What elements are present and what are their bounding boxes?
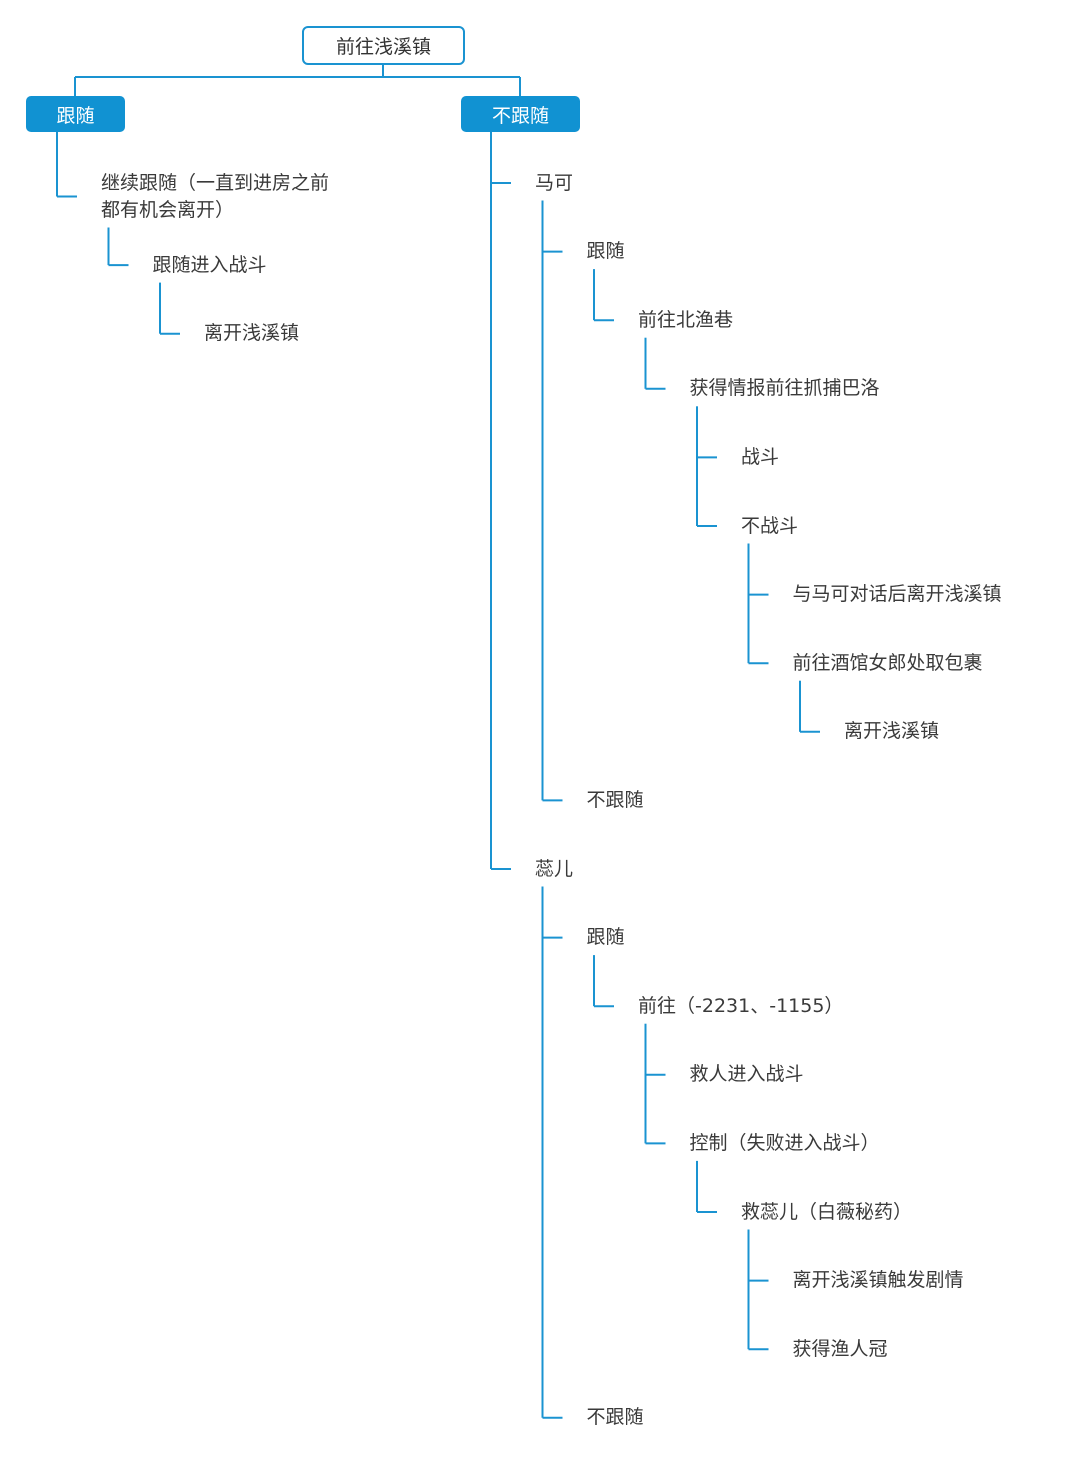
tree-node-label: 马可	[535, 171, 574, 194]
tree-node-label: 前往酒馆女郎处取包裹	[792, 651, 983, 674]
tree-node-label: 跟随	[586, 926, 625, 949]
tree-node[interactable]: 离开浅溪镇触发剧情	[793, 1267, 964, 1294]
tree-node-label: 前往北渔巷	[638, 308, 734, 331]
branch-node-no-follow[interactable]: 不跟随	[461, 96, 580, 132]
tree-node[interactable]: 跟随	[587, 238, 625, 265]
tree-node-label: 与马可对话后离开浅溪镇	[792, 583, 1002, 606]
tree-node[interactable]: 继续跟随（一直到进房之前都有机会离开）	[101, 170, 329, 224]
tree-node[interactable]: 离开浅溪镇	[844, 718, 939, 745]
root-node[interactable]: 前往浅溪镇	[302, 26, 465, 65]
tree-node-label: 蕊儿	[535, 857, 574, 880]
tree-node[interactable]: 马可	[535, 170, 573, 197]
tree-node[interactable]: 获得渔人冠	[793, 1336, 888, 1363]
tree-node-label: 获得情报前往抓捕巴洛	[689, 377, 880, 400]
tree-node-label: 控制（失败进入战斗）	[689, 1131, 880, 1154]
tree-node[interactable]: 不跟随	[587, 787, 644, 814]
tree-node-label: 前往（-2231、-1155）	[638, 994, 844, 1017]
tree-node[interactable]: 获得情报前往抓捕巴洛	[690, 375, 880, 402]
tree-node-label: 获得渔人冠	[792, 1337, 888, 1360]
tree-node-label: 跟随进入战斗	[152, 253, 267, 276]
tree-node[interactable]: 前往酒馆女郎处取包裹	[793, 650, 983, 677]
root-node-label: 前往浅溪镇	[335, 36, 431, 58]
tree-node-label: 离开浅溪镇	[844, 720, 940, 743]
tree-node[interactable]: 控制（失败进入战斗）	[690, 1130, 880, 1157]
tree-node-label: 跟随	[586, 240, 625, 263]
tree-node-label: 都有机会离开）	[101, 198, 235, 221]
tree-node-label: 不战斗	[741, 514, 799, 537]
tree-node[interactable]: 跟随	[587, 924, 625, 951]
tree-node[interactable]: 离开浅溪镇	[204, 320, 299, 347]
tree-node[interactable]: 不战斗	[741, 513, 798, 540]
branch-node-follow[interactable]: 跟随	[26, 96, 125, 132]
tree-node[interactable]: 前往（-2231、-1155）	[638, 993, 843, 1020]
tree-node-label: 不跟随	[586, 788, 644, 811]
tree-node-label: 继续跟随（一直到进房之前	[101, 171, 330, 194]
tree-node[interactable]: 与马可对话后离开浅溪镇	[793, 581, 1002, 608]
tree-node[interactable]: 救蕊儿（白薇秘药）	[741, 1199, 912, 1226]
tree-node[interactable]: 救人进入战斗	[690, 1061, 804, 1088]
tree-node-label: 救蕊儿（白薇秘药）	[741, 1200, 913, 1223]
tree-node[interactable]: 前往北渔巷	[638, 307, 733, 334]
tree-node-label: 不跟随	[586, 1406, 644, 1429]
branch-node-label: 跟随	[56, 104, 95, 127]
tree-node-label: 救人进入战斗	[689, 1063, 804, 1086]
tree-node-label: 离开浅溪镇	[204, 322, 300, 345]
tree-node[interactable]: 蕊儿	[535, 856, 573, 883]
tree-node-label: 战斗	[741, 445, 780, 468]
tree-node-label: 离开浅溪镇触发剧情	[792, 1269, 964, 1292]
branch-node-label: 不跟随	[491, 104, 549, 127]
tree-node[interactable]: 战斗	[741, 444, 779, 471]
tree-node[interactable]: 不跟随	[587, 1404, 644, 1431]
tree-node[interactable]: 跟随进入战斗	[153, 252, 267, 279]
